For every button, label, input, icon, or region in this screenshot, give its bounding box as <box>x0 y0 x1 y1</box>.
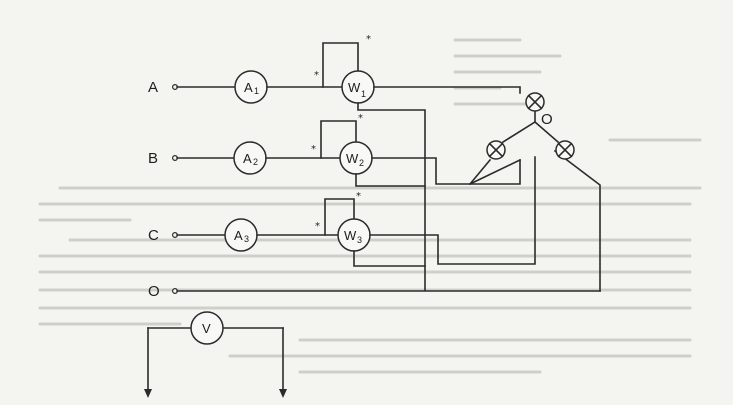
ammeter-a2: A 2 <box>233 141 267 175</box>
phase-a-label: A <box>148 79 158 96</box>
svg-text:3: 3 <box>357 235 362 245</box>
svg-text:*: * <box>358 113 363 124</box>
svg-text:A: A <box>244 80 253 95</box>
svg-text:W: W <box>344 228 357 243</box>
voltmeter-circuit: V <box>144 311 287 398</box>
svg-text:V: V <box>202 321 211 336</box>
ammeter-a3: A 3 <box>224 218 258 252</box>
svg-text:W: W <box>346 151 359 166</box>
neutral-label: O <box>148 283 160 300</box>
wattmeter-w1: W 1 <box>341 70 375 104</box>
wattmeter-w3: W 3 <box>337 218 371 252</box>
lamp-1 <box>525 92 545 112</box>
probe-arrow-right <box>279 389 287 398</box>
phase-a-circuit: A A 1 * * W 1 <box>148 34 521 291</box>
phase-b-label: B <box>148 150 158 167</box>
lamp-2 <box>486 140 506 160</box>
svg-text:2: 2 <box>253 157 258 167</box>
neutral-line: O <box>148 149 601 300</box>
svg-text:1: 1 <box>254 86 259 96</box>
probe-arrow-left <box>144 389 152 398</box>
wattmeter-w2: W 2 <box>339 141 373 175</box>
svg-text:*: * <box>366 34 371 45</box>
svg-text:A: A <box>243 151 252 166</box>
svg-text:*: * <box>314 70 319 81</box>
ammeter-a1: A 1 <box>234 70 268 104</box>
lamp-load-star: O <box>468 92 575 186</box>
phase-b-circuit: B A 2 * * W 2 <box>148 113 521 187</box>
svg-text:*: * <box>311 144 316 155</box>
faded-background-text <box>38 38 702 374</box>
svg-text:1: 1 <box>361 89 366 99</box>
voltmeter-v: V <box>190 311 224 345</box>
svg-text:*: * <box>315 221 320 232</box>
phase-c-circuit: C A 3 * * W 3 <box>148 156 536 267</box>
lamp-3 <box>555 140 575 160</box>
svg-text:*: * <box>356 191 361 202</box>
svg-text:2: 2 <box>359 158 364 168</box>
svg-text:A: A <box>234 228 243 243</box>
star-point-label: O <box>541 111 553 128</box>
svg-text:3: 3 <box>244 234 249 244</box>
svg-text:W: W <box>348 80 361 95</box>
phase-c-label: C <box>148 227 159 244</box>
